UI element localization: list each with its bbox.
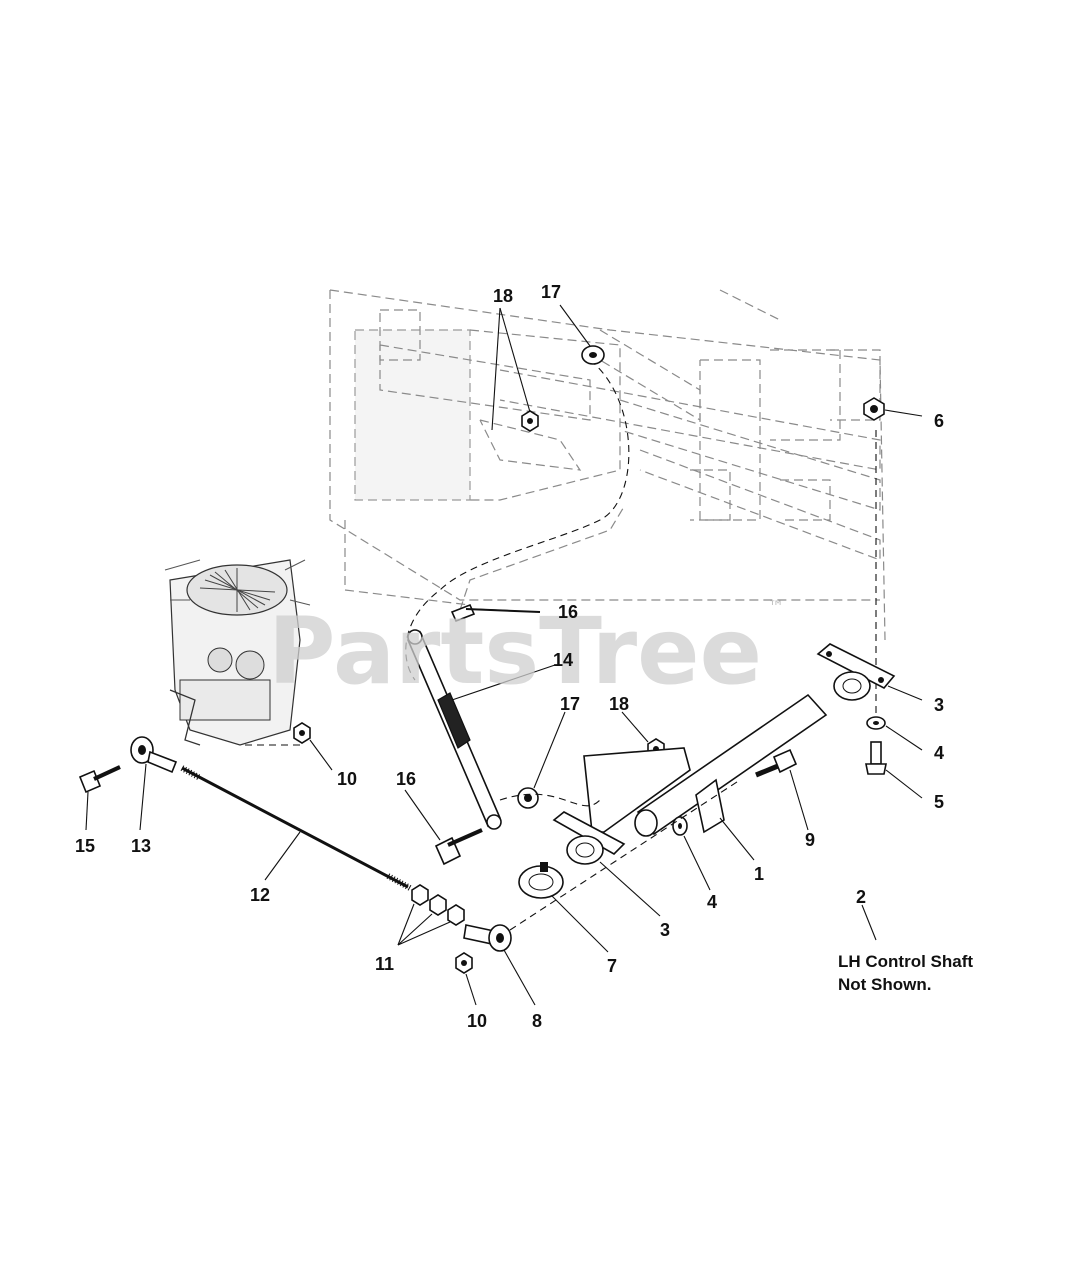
leader-lines	[85, 304, 923, 1006]
washer-4-mid	[672, 816, 688, 836]
callout-6: 6	[934, 411, 944, 431]
note-line-2: Not Shown.	[838, 975, 931, 994]
callout-5: 5	[934, 792, 944, 812]
bearing-bracket-3-right	[816, 643, 896, 701]
threaded-rod-12	[180, 765, 412, 891]
bolt-5	[865, 741, 887, 775]
callout-16: 16	[396, 769, 416, 789]
callout-11: 11	[375, 954, 394, 974]
watermark-trademark: ™	[768, 597, 784, 616]
callout-18: 18	[609, 694, 629, 714]
watermark-text: PartsTree	[268, 598, 762, 705]
bolt-16-mid	[434, 828, 483, 866]
bearing-bracket-3-mid	[552, 811, 626, 865]
callout-4: 4	[707, 892, 717, 912]
callout-8: 8	[532, 1011, 542, 1031]
callout-7: 7	[607, 956, 617, 976]
callouts: 18 17 6 16 14 3 17 18 4 10 5 16 9 15 13 …	[75, 282, 944, 1031]
callout-10: 10	[467, 1011, 487, 1031]
hex-nut-6	[863, 397, 885, 421]
callout-10: 10	[337, 769, 357, 789]
washer-4-right	[866, 716, 886, 730]
callout-1: 1	[754, 864, 764, 884]
locknut-18-top	[521, 410, 539, 432]
shaft-collar-7	[518, 862, 564, 899]
hex-nut-10-top	[293, 722, 311, 744]
callout-3: 3	[934, 695, 944, 715]
jam-nuts-11	[411, 884, 465, 926]
callout-9: 9	[805, 830, 815, 850]
bolt-15	[78, 765, 121, 794]
callout-12: 12	[250, 885, 270, 905]
spacer-17-top	[581, 345, 605, 365]
transaxle-assembly	[164, 559, 311, 746]
callout-3: 3	[660, 920, 670, 940]
callout-14: 14	[553, 650, 573, 670]
chassis-frame	[329, 289, 886, 681]
rod-end-8	[463, 924, 512, 952]
callout-16: 16	[558, 602, 578, 622]
callout-17: 17	[541, 282, 561, 302]
callout-4: 4	[934, 743, 944, 763]
callout-17: 17	[560, 694, 580, 714]
callout-18: 18	[493, 286, 513, 306]
rod-end-13	[130, 736, 178, 774]
callout-13: 13	[131, 836, 151, 856]
gas-spring-14	[407, 629, 502, 830]
callout-2: 2	[856, 887, 866, 907]
callout-15: 15	[75, 836, 95, 856]
hex-nut-10-bottom	[455, 952, 473, 974]
note-line-1: LH Control Shaft	[838, 952, 973, 971]
bolt-9	[755, 748, 798, 778]
watermark: PartsTree ™	[268, 597, 784, 705]
spacer-17-mid	[517, 787, 539, 809]
control-shaft-1	[583, 693, 828, 837]
note: LH Control Shaft Not Shown.	[838, 952, 973, 994]
